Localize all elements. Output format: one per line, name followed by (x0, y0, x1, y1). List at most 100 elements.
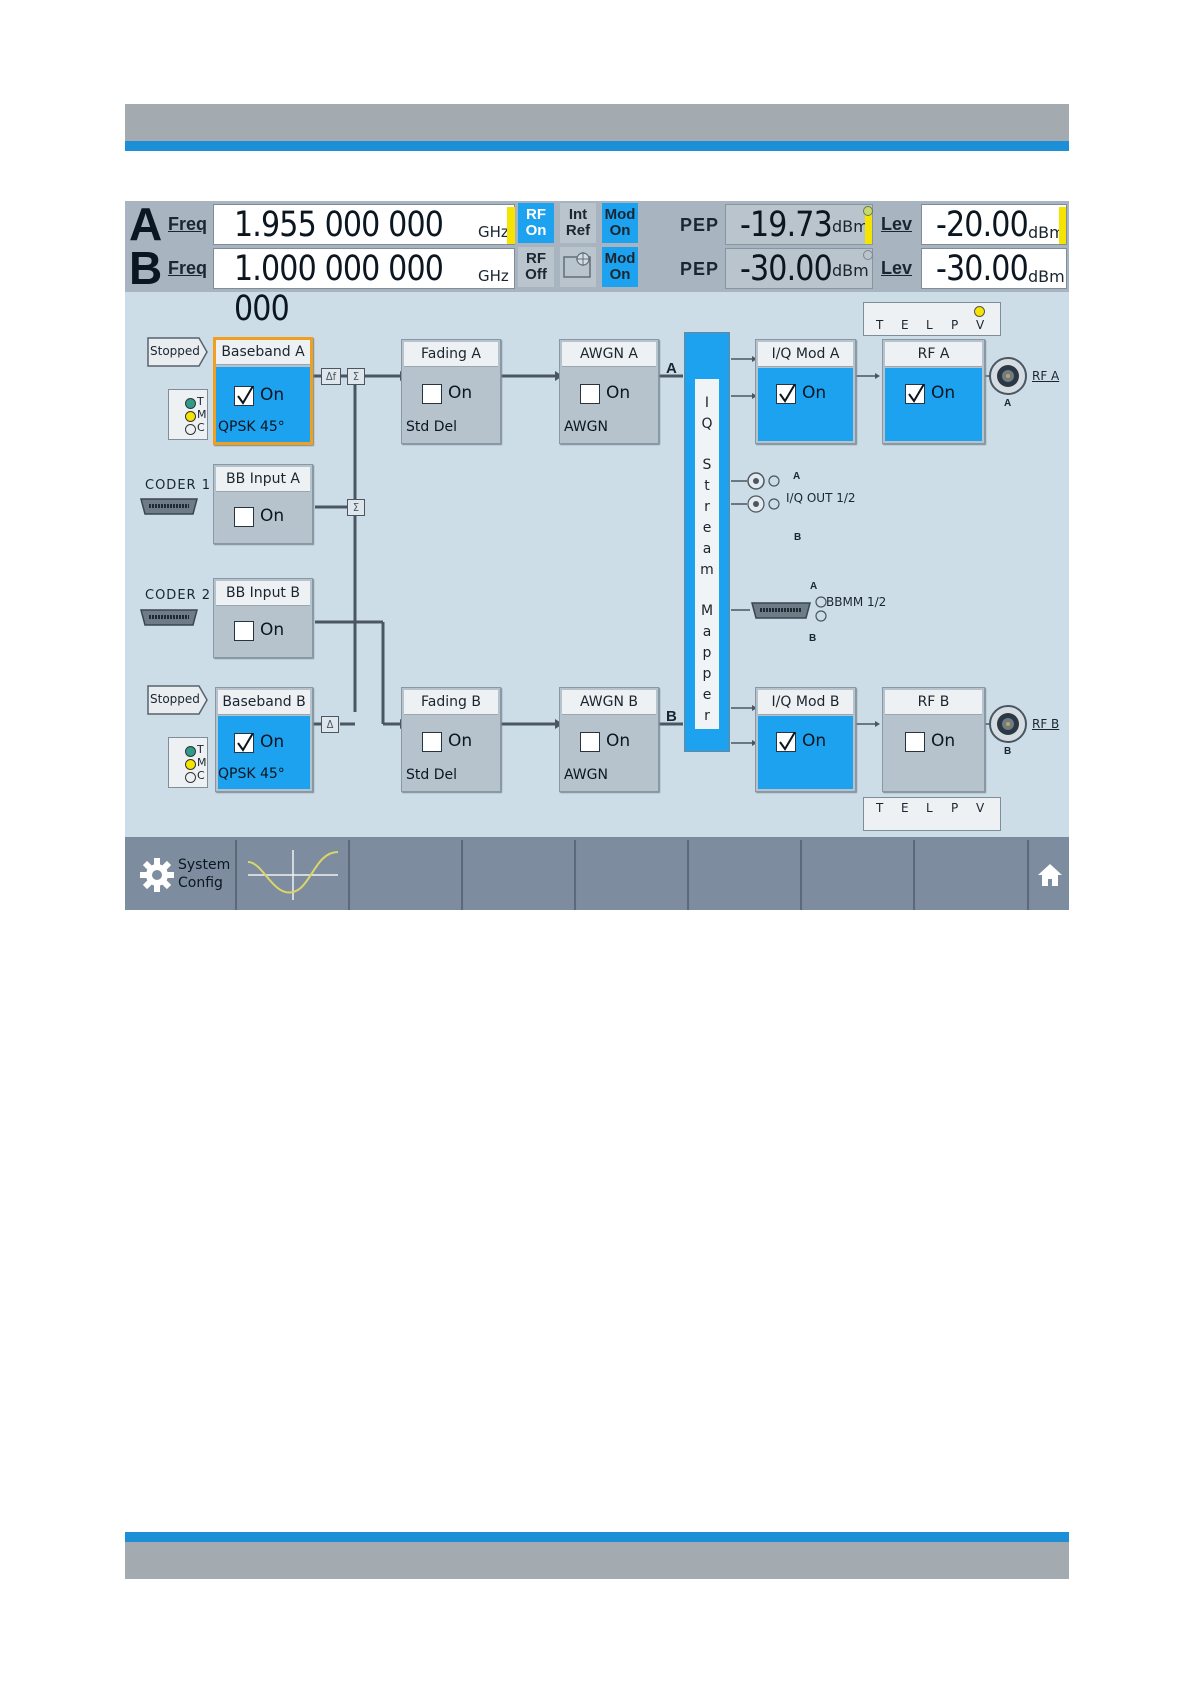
baseband-b-block[interactable]: Baseband B On QPSK 45° (215, 687, 313, 792)
pep-a-indicator (865, 207, 872, 244)
awgn-b-checkbox[interactable] (580, 732, 600, 752)
lev-a-label[interactable]: Lev (881, 214, 913, 234)
awgn-a-block[interactable]: AWGN A On AWGN (559, 339, 659, 444)
page-footer-accent (125, 1532, 1069, 1542)
check-icon (237, 386, 254, 405)
freq-a-field[interactable]: 1.955 000 000 000 GHz (213, 204, 515, 285)
trigger-marker-clock-a[interactable]: T M C (168, 389, 208, 440)
baseband-a-block[interactable]: Baseband A On QPSK 45° (213, 337, 313, 445)
softkey-bar: System Config (125, 837, 1069, 910)
lev-b-label[interactable]: Lev (881, 258, 913, 278)
iq-mod-a-checkbox[interactable] (776, 384, 796, 404)
telpv-b-panel[interactable]: T E L P V (863, 797, 1001, 831)
pep-b-value: -30.00 (740, 249, 833, 289)
bbmm-label: BBMM 1/2 (826, 595, 887, 609)
freq-b-field[interactable]: 1.000 000 000 000 GHz (213, 248, 515, 329)
fading-b-block[interactable]: Fading B On Std Del (401, 687, 501, 792)
rf-b-connector-icon[interactable] (988, 704, 1028, 744)
coder-1-label: CODER 1 (145, 478, 211, 493)
iq-out-connectors[interactable] (745, 472, 795, 514)
rf-a-checkbox[interactable] (905, 384, 925, 404)
home-button[interactable] (1031, 840, 1069, 910)
baseband-a-title: Baseband A (216, 340, 310, 365)
softkey-8[interactable] (916, 840, 1029, 910)
freq-b-label[interactable]: Freq (168, 258, 208, 278)
check-icon (779, 384, 796, 403)
path-a-letter: A (129, 201, 163, 250)
fading-a-checkbox[interactable] (422, 384, 442, 404)
sigma-box-input[interactable]: Σ (347, 499, 365, 516)
pep-a-led (863, 206, 873, 216)
pep-a-value: -19.73 (740, 205, 833, 245)
baseband-b-checkbox[interactable] (234, 733, 254, 753)
trigger-marker-clock-b[interactable]: T M C (168, 737, 208, 788)
lev-a-indicator (1059, 207, 1066, 244)
freq-b-unit: GHz (478, 267, 509, 285)
delta-f-box[interactable]: Δf (321, 368, 341, 385)
bbmm-connector[interactable] (750, 595, 830, 625)
pep-b-label: PEP (680, 259, 720, 279)
softkey-5[interactable] (577, 840, 689, 910)
page-header-bar (125, 104, 1069, 141)
led-icon (185, 424, 196, 435)
iq-mod-a-block[interactable]: I/Q Mod A On (755, 339, 856, 444)
iq-out-label: I/Q OUT 1/2 (786, 491, 856, 505)
bb-input-a-checkbox[interactable] (234, 507, 254, 527)
waveform-icon (247, 850, 339, 900)
iq-stream-mapper[interactable]: I Q S t r e a m M a p p e r (684, 332, 730, 752)
rf-b-checkbox[interactable] (905, 732, 925, 752)
telpv-a-panel[interactable]: T E L P V (863, 302, 1001, 336)
reference-icon (563, 252, 591, 278)
sigma-box-a[interactable]: Σ (347, 368, 365, 385)
coder-2-label: CODER 2 (145, 588, 211, 603)
connector-icon[interactable] (139, 497, 199, 517)
bb-input-b-block[interactable]: BB Input B On (213, 578, 313, 658)
pep-b-field: -30.00 dBm (725, 248, 873, 289)
freq-a-label[interactable]: Freq (168, 214, 208, 234)
rf-a-connector-icon[interactable] (988, 356, 1028, 396)
lev-a-value: -20.00 (936, 205, 1029, 245)
softkey-3[interactable] (351, 840, 463, 910)
block-diagram: Δf Σ Σ Δ Stopped Stopped T M C (125, 292, 1069, 837)
led-icon (185, 398, 196, 409)
lev-b-field[interactable]: -30.00 dBm (921, 248, 1067, 289)
check-icon (779, 732, 796, 751)
iq-mod-b-checkbox[interactable] (776, 732, 796, 752)
fading-a-block[interactable]: Fading A On Std Del (401, 339, 501, 444)
softkey-4[interactable] (464, 840, 576, 910)
rf-a-connector-label: RF A (1032, 369, 1060, 383)
rf-b-connector-label: RF B (1032, 717, 1060, 731)
delta-box-b[interactable]: Δ (321, 716, 339, 733)
lev-b-value: -30.00 (936, 249, 1029, 289)
freq-a-indicator (507, 207, 515, 244)
rf-b-block[interactable]: RF B On (882, 687, 985, 792)
check-icon (908, 384, 925, 403)
led-icon (185, 772, 196, 783)
connector-icon[interactable] (139, 608, 199, 628)
ref-b-indicator (560, 247, 596, 287)
lev-a-field[interactable]: -20.00 dBm (921, 204, 1067, 245)
path-b-letter: B (129, 242, 163, 294)
rf-a-block[interactable]: RF A On (882, 339, 985, 444)
waveform-softkey[interactable] (238, 840, 350, 910)
fading-b-checkbox[interactable] (422, 732, 442, 752)
awgn-b-block[interactable]: AWGN B On AWGN (559, 687, 659, 792)
awgn-a-checkbox[interactable] (580, 384, 600, 404)
softkey-6[interactable] (690, 840, 802, 910)
softkey-7[interactable] (803, 840, 915, 910)
baseband-a-checkbox[interactable] (234, 386, 254, 406)
baseband-a-mod: QPSK 45° (218, 419, 285, 435)
bb-input-a-block[interactable]: BB Input A On (213, 464, 313, 544)
bb-input-b-checkbox[interactable] (234, 621, 254, 641)
led-icon (974, 306, 985, 317)
pep-a-field: -19.73 dBm (725, 204, 873, 245)
lev-b-unit: dBm (1028, 267, 1065, 286)
iq-mod-b-block[interactable]: I/Q Mod B On (755, 687, 856, 792)
system-config-button[interactable]: System Config (125, 840, 237, 910)
